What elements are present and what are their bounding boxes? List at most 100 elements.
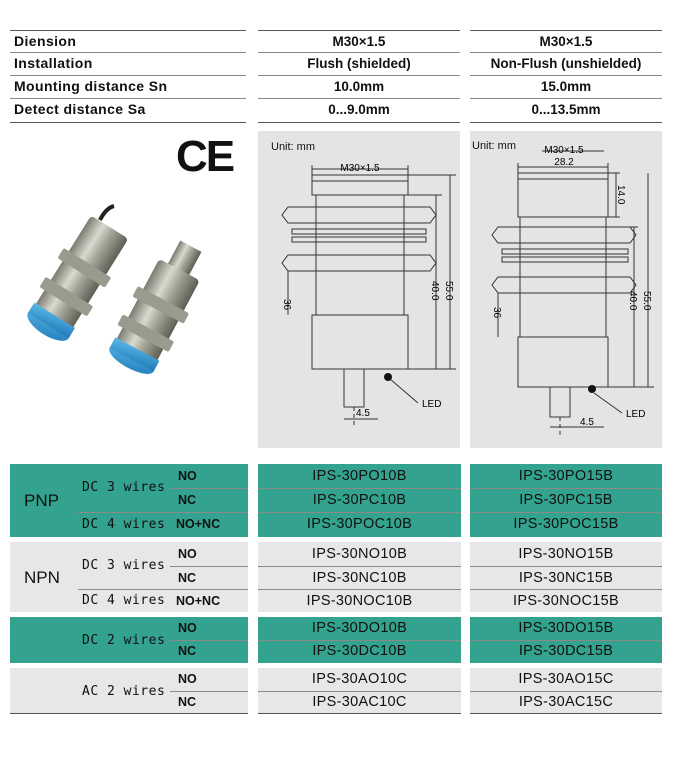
dim-55: 55.0 — [641, 291, 652, 311]
rule — [470, 75, 662, 76]
row-sep — [170, 488, 248, 489]
model-number: IPS-30AC15C — [518, 694, 614, 710]
row-sep — [258, 713, 461, 714]
switch-label: NO — [178, 469, 197, 483]
row-sep — [170, 640, 248, 641]
spec-value: Non-Flush (unshielded) — [490, 56, 642, 71]
ce-mark: CE — [176, 132, 235, 181]
rule — [258, 98, 460, 99]
dim-14: 14.0 — [615, 185, 626, 205]
model-number: IPS-30PC10B — [312, 492, 407, 508]
rule — [10, 52, 246, 53]
rule — [258, 30, 460, 31]
model-number: IPS-30NO10B — [311, 546, 408, 562]
drawing-panel-nonflush — [470, 131, 662, 448]
model-number: IPS-30NO15B — [518, 546, 614, 562]
spec-value: 15.0mm — [540, 79, 592, 94]
row-sep — [258, 589, 461, 590]
flush-sensor-drawing: M30×1.5 40.0 55.0 36 4.5 LED — [281, 163, 456, 427]
switch-label: NO — [178, 621, 197, 635]
rule — [470, 98, 662, 99]
npn-band — [10, 542, 248, 612]
model-number: IPS-30PO10B — [312, 468, 407, 484]
rule — [258, 52, 460, 53]
row-sep — [470, 589, 662, 590]
row-sep — [470, 566, 662, 567]
wire-label: AC 2 wires — [82, 684, 166, 699]
model-number: IPS-30POC15B — [513, 516, 619, 532]
rule — [10, 122, 246, 123]
spec-value: M30×1.5 — [332, 34, 386, 49]
pnp-band — [10, 464, 248, 537]
model-number: IPS-30AC10C — [312, 694, 407, 710]
model-number: IPS-30DC10B — [312, 643, 407, 659]
spec-value: 0...9.0mm — [328, 102, 390, 117]
row-sep — [470, 640, 662, 641]
wire-label: DC 4 wires — [82, 593, 166, 608]
model-number: IPS-30NC15B — [518, 570, 614, 586]
group-label-pnp: PNP — [24, 491, 59, 510]
spec-label-dimension: Diension — [14, 33, 77, 49]
dim-40: 40.0 — [429, 281, 440, 301]
unit-label: Unit: mm — [472, 140, 516, 152]
switch-label: NO+NC — [176, 594, 221, 608]
group-label-npn: NPN — [24, 568, 60, 587]
row-sep — [258, 640, 461, 641]
wire-label: DC 2 wires — [82, 633, 166, 648]
rule — [470, 122, 662, 123]
model-number: IPS-30NC10B — [312, 570, 407, 586]
model-number: IPS-30DC15B — [518, 643, 614, 659]
model-number: IPS-30PO15B — [518, 468, 614, 484]
model-number: IPS-30DO10B — [311, 620, 408, 636]
switch-label: NO — [178, 672, 197, 686]
model-number: IPS-30POC10B — [306, 516, 413, 532]
pnp-band — [470, 464, 662, 537]
row-sep — [258, 512, 461, 513]
cable-dim: 4.5 — [356, 408, 370, 419]
model-number: IPS-30NOC15B — [513, 593, 619, 609]
rule — [258, 122, 460, 123]
switch-label: NC — [178, 571, 197, 585]
switch-label: NC — [178, 695, 197, 709]
row-sep — [258, 566, 461, 567]
switch-label: NO — [178, 547, 197, 561]
rule — [470, 52, 662, 53]
model-number: IPS-30PC15B — [519, 492, 613, 508]
wrench-size: 36 — [281, 299, 292, 311]
row-sep — [78, 512, 248, 513]
row-sep — [470, 691, 662, 692]
wire-label: DC 3 wires — [82, 558, 166, 573]
cable-dim: 4.5 — [580, 417, 594, 428]
row-sep — [470, 713, 662, 714]
rule — [258, 75, 460, 76]
spec-value: Flush (shielded) — [307, 56, 411, 71]
npn-band — [470, 542, 662, 612]
sensor-product-photo — [27, 204, 202, 374]
body-dim: 28.2 — [554, 157, 574, 168]
model-number: IPS-30DO15B — [518, 620, 614, 636]
npn-band — [258, 542, 461, 612]
row-sep — [470, 512, 662, 513]
row-sep — [470, 488, 662, 489]
rule — [10, 75, 246, 76]
spec-label-mounting: Mounting distance Sn — [14, 78, 168, 94]
wrench-size: 36 — [491, 307, 502, 319]
thread-label: M30×1.5 — [544, 145, 584, 156]
led-label: LED — [626, 409, 645, 420]
rule — [10, 30, 246, 31]
row-sep — [170, 566, 248, 567]
row-sep — [10, 713, 248, 714]
row-sep — [78, 589, 248, 590]
unit-label: Unit: mm — [271, 141, 315, 153]
wire-label: DC 4 wires — [82, 517, 166, 532]
thread-label: M30×1.5 — [340, 163, 380, 174]
row-sep — [170, 691, 248, 692]
switch-label: NO+NC — [176, 517, 221, 531]
spec-value: 0...13.5mm — [531, 102, 601, 117]
row-sep — [258, 691, 461, 692]
switch-label: NC — [178, 644, 197, 658]
pnp-band — [258, 464, 461, 537]
dim-40: 40.0 — [627, 291, 638, 311]
drawing-panel-flush — [258, 131, 460, 448]
model-number: IPS-30AO10C — [311, 671, 408, 687]
